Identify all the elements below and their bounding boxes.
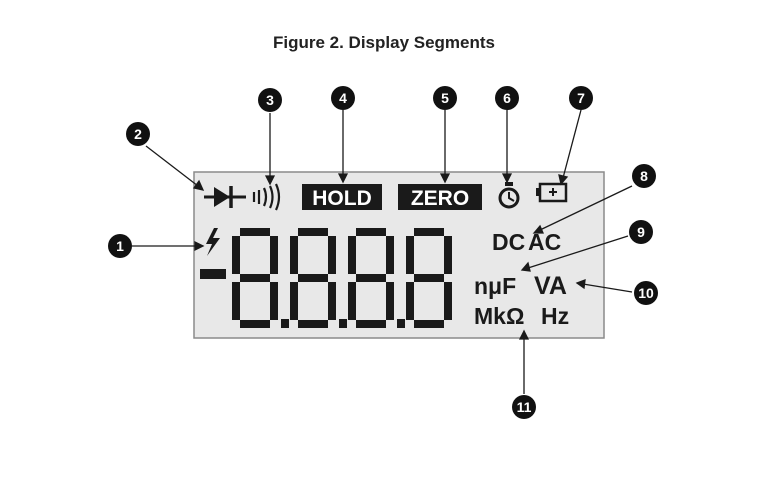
callout-number: 4 xyxy=(339,90,347,106)
callout-8-leader xyxy=(539,185,633,231)
callout-circle xyxy=(629,220,653,244)
high-voltage-lightning-icon xyxy=(206,228,220,256)
digit-segment xyxy=(406,282,414,320)
callout-circle xyxy=(258,88,282,112)
callout-8: 8 xyxy=(632,164,656,188)
digit-segment xyxy=(298,320,328,328)
digit-segment xyxy=(414,320,444,328)
callout-11: 11 xyxy=(512,395,536,419)
callout-circle xyxy=(632,164,656,188)
digit-segment xyxy=(298,274,328,282)
callout-number: 9 xyxy=(637,224,645,240)
callout-circle xyxy=(569,86,593,110)
auto-power-off-timer-icon xyxy=(498,182,520,209)
callout-3: 3 xyxy=(258,88,282,112)
callout-number: 1 xyxy=(116,238,124,254)
unit-hz: Hz xyxy=(541,303,569,329)
digit-4 xyxy=(406,228,452,328)
continuity-beeper-icon xyxy=(252,183,281,211)
callout-2-leader xyxy=(145,145,199,187)
callout-circle xyxy=(108,234,132,258)
zero-label: ZERO xyxy=(411,187,469,210)
decimal-point-1 xyxy=(281,319,289,328)
decimal-point-2 xyxy=(339,319,347,328)
callout-6: 6 xyxy=(495,86,519,110)
callout-9: 9 xyxy=(629,220,653,244)
lcd-panel xyxy=(193,171,605,339)
callout-10: 10 xyxy=(634,281,658,305)
callout-number: 8 xyxy=(640,168,648,184)
callout-number: 11 xyxy=(517,399,532,415)
callout-circle xyxy=(634,281,658,305)
callout-circle xyxy=(512,395,536,419)
digit-segment xyxy=(348,282,356,320)
digit-segment xyxy=(270,236,278,274)
digit-segment xyxy=(232,236,240,274)
callout-9-leader xyxy=(527,235,629,269)
callout-number: 7 xyxy=(577,90,585,106)
digit-segment xyxy=(240,320,270,328)
digit-segment xyxy=(386,236,394,274)
callout-number: 3 xyxy=(266,92,274,108)
digit-segment xyxy=(356,228,386,236)
digit-segment xyxy=(414,274,444,282)
callout-number: 6 xyxy=(503,90,511,106)
digit-segment xyxy=(290,282,298,320)
callout-1: 1 xyxy=(108,234,132,258)
digit-segment xyxy=(232,282,240,320)
digit-1 xyxy=(232,228,278,328)
digit-segment xyxy=(240,228,270,236)
digit-segment xyxy=(414,228,444,236)
digit-segment xyxy=(386,282,394,320)
digit-3 xyxy=(348,228,394,328)
digit-segment xyxy=(328,236,336,274)
hold-indicator xyxy=(302,184,382,210)
diode-icon xyxy=(204,186,246,208)
callout-circle xyxy=(433,86,457,110)
minus-segment xyxy=(200,269,226,279)
digit-segment xyxy=(444,282,452,320)
digit-segment xyxy=(298,228,328,236)
callout-number: 5 xyxy=(441,90,449,106)
unit-va: VA xyxy=(534,272,567,300)
callout-5: 5 xyxy=(433,86,457,110)
digit-segment xyxy=(406,236,414,274)
unit-dc: DC xyxy=(492,229,525,255)
digit-display xyxy=(232,228,452,328)
callout-number: 2 xyxy=(134,126,142,142)
callout-4: 4 xyxy=(331,86,355,110)
callout-circle xyxy=(126,122,150,146)
callout-7: 7 xyxy=(569,86,593,110)
figure-title: Figure 2. Display Segments xyxy=(272,33,495,52)
digit-2 xyxy=(290,228,336,328)
digit-segment xyxy=(328,282,336,320)
unit-mkohm: MkΩ xyxy=(474,303,524,329)
callout-7-leader xyxy=(562,109,582,179)
unit-nuf: nμF xyxy=(474,273,516,299)
hold-label: HOLD xyxy=(312,187,372,210)
battery-icon xyxy=(536,182,568,203)
digit-segment xyxy=(356,274,386,282)
digit-segment xyxy=(270,282,278,320)
digit-segment xyxy=(356,320,386,328)
decimal-point-3 xyxy=(397,319,405,328)
zero-indicator xyxy=(398,184,482,210)
digit-segment xyxy=(348,236,356,274)
callout-circle xyxy=(331,86,355,110)
callout-2: 2 xyxy=(126,122,150,146)
callout-10-leader xyxy=(582,283,633,293)
digit-segment xyxy=(240,274,270,282)
callout-number: 10 xyxy=(638,285,654,301)
callout-circle xyxy=(495,86,519,110)
unit-ac: AC xyxy=(528,229,561,255)
digit-segment xyxy=(290,236,298,274)
digit-segment xyxy=(444,236,452,274)
